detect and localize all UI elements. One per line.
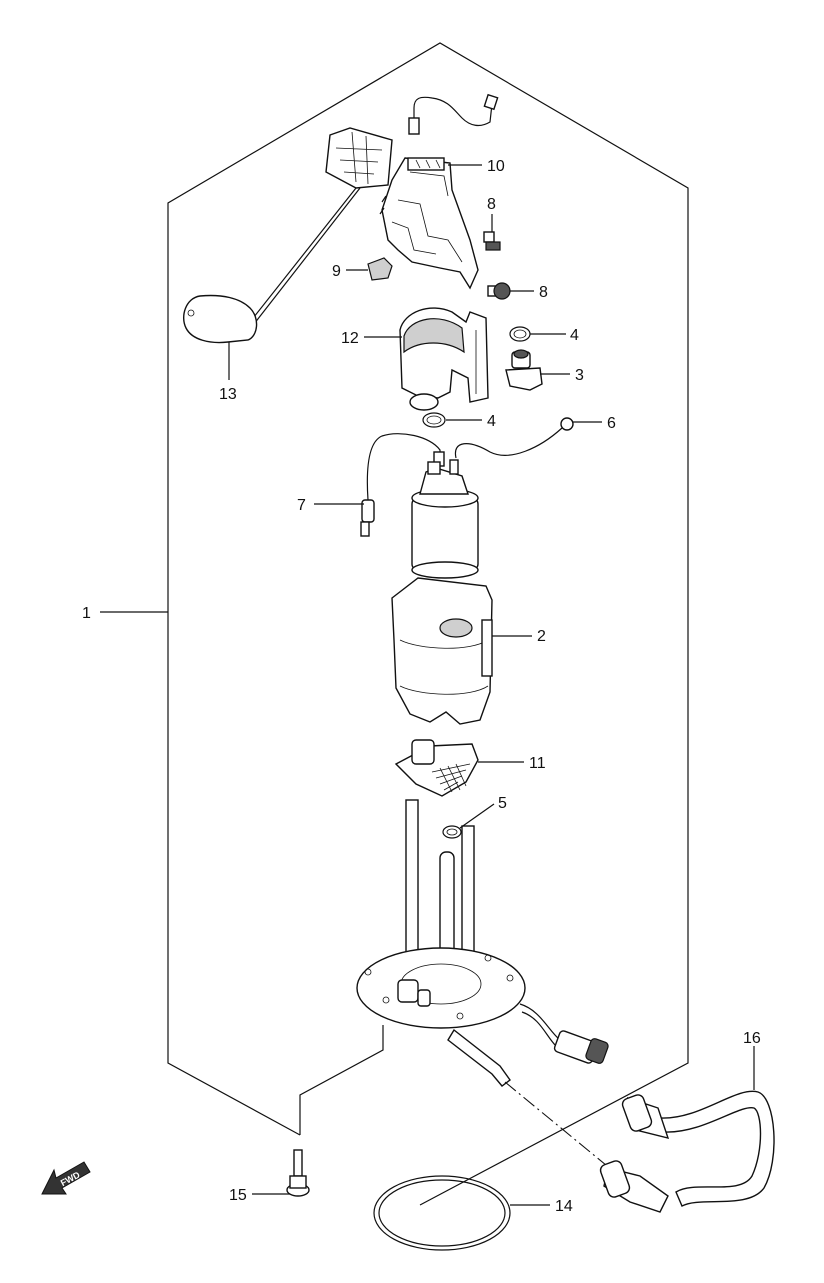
fuel-pump xyxy=(411,459,479,579)
lead-wire-6 xyxy=(454,427,563,459)
fuel-filter xyxy=(394,739,479,797)
callout-14: 14 xyxy=(555,1198,573,1215)
boundary-lower-left xyxy=(299,1025,384,1135)
callout-13: 13 xyxy=(219,386,237,403)
leader-lines xyxy=(100,164,755,1206)
pressure-regulator xyxy=(505,349,543,391)
callout-8-upper: 8 xyxy=(487,196,496,213)
callout-6: 6 xyxy=(607,415,616,432)
o-ring-upper xyxy=(509,326,531,342)
o-ring-lower xyxy=(422,412,446,428)
fuel-level-gauge xyxy=(182,127,393,344)
callout-4-upper: 4 xyxy=(570,327,579,344)
fwd-arrow-icon: FWD xyxy=(41,1161,91,1195)
callout-4-lower: 4 xyxy=(487,413,496,430)
bolt xyxy=(286,1149,310,1197)
lead-wire-7-sleeve xyxy=(361,499,375,523)
o-ring-upper-inner xyxy=(513,329,527,339)
lead-wire-7-terminal xyxy=(360,521,370,537)
fuel-pump-case xyxy=(391,577,493,725)
lead-wire-7 xyxy=(366,433,441,510)
callout-labels: 1 2 3 4 4 5 6 7 8 8 9 10 11 12 13 14 15 … xyxy=(82,158,761,1215)
callout-7: 7 xyxy=(297,497,306,514)
gasket xyxy=(373,1175,511,1251)
callout-11: 11 xyxy=(529,755,546,772)
clip xyxy=(367,257,393,281)
assembly-boundary xyxy=(167,42,689,1206)
top-wire-terminal-right xyxy=(483,93,499,111)
callout-10: 10 xyxy=(487,158,505,175)
top-wire-terminal-left xyxy=(408,117,420,135)
callout-16: 16 xyxy=(743,1030,761,1047)
callout-9: 9 xyxy=(332,263,341,280)
callout-1: 1 xyxy=(82,605,91,622)
screw-upper xyxy=(483,231,501,251)
o-ring-lower-inner xyxy=(426,415,442,425)
callout-3: 3 xyxy=(575,367,584,384)
top-lead-wire xyxy=(413,96,493,127)
regulator-housing xyxy=(399,307,489,411)
callout-15: 15 xyxy=(229,1187,247,1204)
callout-5: 5 xyxy=(498,795,507,812)
gasket-inner xyxy=(378,1179,506,1247)
callout-12: 12 xyxy=(341,330,359,347)
o-ring-5 xyxy=(442,825,462,839)
fuel-hose xyxy=(599,1090,775,1213)
screw-lower xyxy=(487,282,511,300)
harness-connector xyxy=(519,1003,609,1064)
o-ring-5-inner xyxy=(446,828,458,836)
lead-wire-6-terminal xyxy=(560,417,574,431)
callout-2: 2 xyxy=(537,628,546,645)
mounting-plate xyxy=(356,947,526,1029)
hose-centerline xyxy=(504,1081,613,1171)
callout-8-lower: 8 xyxy=(539,284,548,301)
bracket xyxy=(379,157,479,290)
fuel-outlet-pipe xyxy=(447,1028,511,1087)
